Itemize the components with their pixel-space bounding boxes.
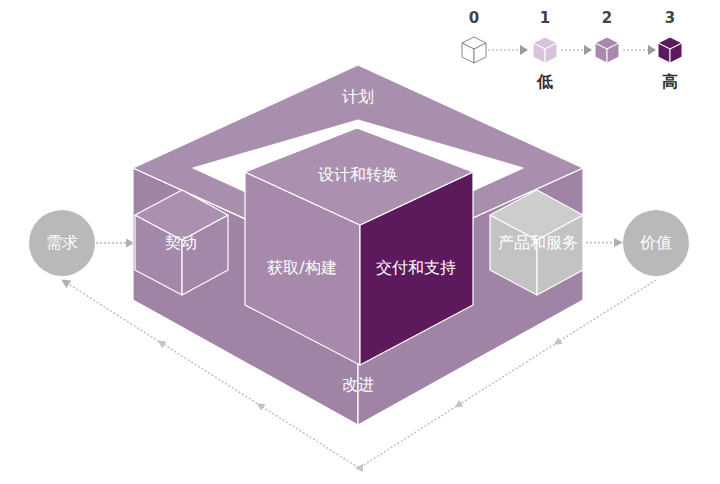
node-label: 改进 (342, 375, 374, 394)
legend-cube (657, 36, 683, 64)
cube-node: 产品和服务 (490, 190, 585, 295)
legend-number: 0 (469, 9, 479, 27)
legend-number: 1 (540, 9, 550, 27)
cube-node: 设计和转换获取/构建 交付和支持 (245, 128, 473, 365)
legend-cube (594, 36, 620, 64)
legend-number: 2 (602, 9, 612, 27)
scale-label: 高 (662, 72, 678, 93)
circle-node: 需求 (29, 210, 95, 276)
node-label: 获取/构建 (267, 258, 336, 277)
dotted-connector (586, 242, 622, 243)
node-label: 交付和支持 (376, 258, 456, 277)
node-label: 需求 (46, 233, 78, 252)
circle-node: 价值 (623, 210, 689, 276)
cube-node: 契动 (135, 190, 228, 295)
node-label: 设计和转换 (318, 165, 398, 184)
node-label: 价值 (640, 233, 672, 252)
node-label: 产品和服务 (498, 233, 578, 252)
legend-cube (461, 36, 487, 64)
legend-number: 3 (665, 9, 675, 27)
scale-label: 低 (537, 72, 553, 93)
node-label: 计划 (342, 87, 374, 106)
node-shape (245, 128, 473, 365)
legend-cube (532, 36, 558, 64)
legend-dotted-line (488, 49, 648, 50)
node-label: 契动 (165, 233, 197, 252)
dotted-connector (96, 242, 134, 243)
